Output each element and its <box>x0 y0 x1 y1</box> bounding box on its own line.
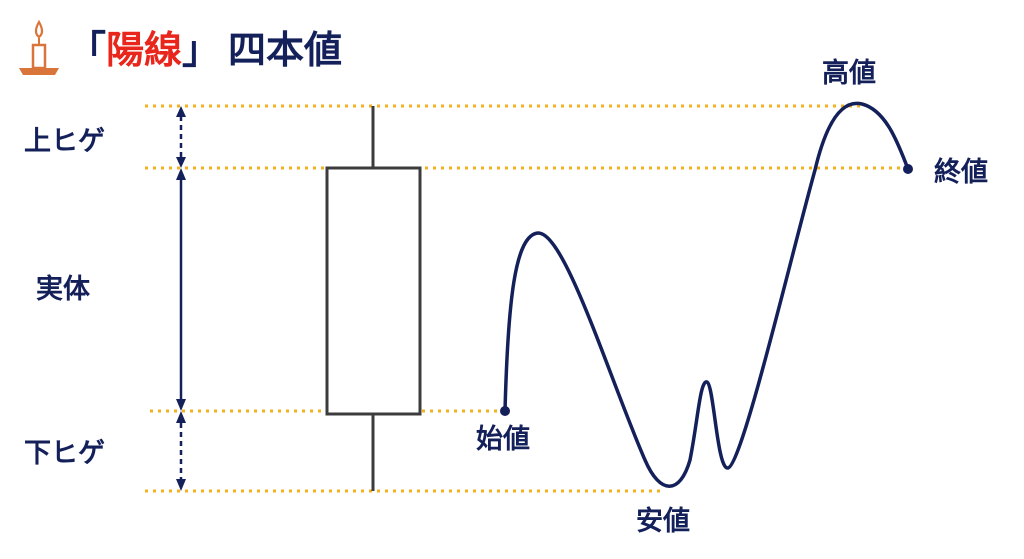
upper-shadow-arrow <box>176 106 186 168</box>
title-accent: 陽線 <box>106 28 182 72</box>
open-point <box>500 406 510 416</box>
close-price-label: 終値 <box>934 156 988 188</box>
close-point <box>903 164 913 174</box>
candle-icon <box>19 19 59 75</box>
title-open-bracket: 「 <box>68 28 106 72</box>
page-title: 「陽線」四本値 <box>68 28 342 72</box>
candle-real-body <box>325 166 422 416</box>
title-close-bracket: 」 <box>182 28 220 72</box>
price-movement-line <box>503 101 910 488</box>
open-price-label: 始値 <box>476 423 530 455</box>
real-body-label: 実体 <box>36 273 91 305</box>
lower-shadow-label: 下ヒゲ <box>24 438 105 469</box>
title-rest: 四本値 <box>228 28 342 72</box>
lower-shadow-arrow <box>176 411 186 491</box>
high-price-label: 高値 <box>822 57 876 89</box>
real-body-arrow <box>176 168 186 411</box>
upper-shadow-label: 上ヒゲ <box>24 126 105 157</box>
low-price-label: 安値 <box>636 506 690 537</box>
